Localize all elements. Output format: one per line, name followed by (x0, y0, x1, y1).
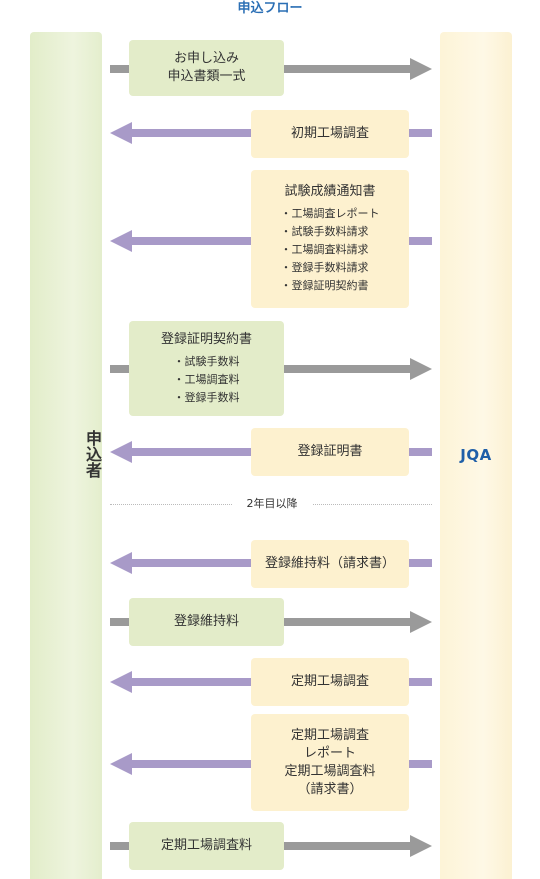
step-title: 定期工場調査料 (160, 838, 252, 853)
jqa-label: JQA (460, 446, 492, 464)
step-title: 初期工場調査 (290, 126, 369, 141)
applicant-label: 申込者 (83, 430, 102, 478)
step-title: 定期工場調査 (290, 727, 369, 743)
step-title: お申し込み (173, 51, 239, 66)
arrow-head (410, 358, 432, 380)
step-item: ・工場調査料請求 (280, 243, 369, 256)
arrow-head (110, 441, 132, 463)
step-title: 登録維持料（請求書） (264, 556, 395, 571)
divider-label: 2年目以降 (232, 496, 312, 512)
step-item-list: ・試験手数料・工場調査料・登録手数料 (174, 353, 240, 407)
step-item: ・工場調査料 (173, 372, 240, 386)
jqa-step-box: 登録証明書 (251, 428, 409, 476)
step-title: 定期工場調査料 (284, 763, 376, 779)
step-title: 定期工場調査 (290, 674, 369, 689)
applicant-step-box: お申し込み申込書類一式 (129, 40, 284, 96)
arrow-head (110, 552, 132, 574)
applicant-step-box: 登録証明契約書・試験手数料・工場調査料・登録手数料 (129, 321, 284, 416)
arrow-head (410, 58, 432, 80)
applicant-step-box: 登録維持料 (129, 598, 284, 646)
step-item: ・登録手数料 (173, 390, 240, 404)
step-title: 登録証明書 (297, 444, 363, 459)
jqa-step-box: 試験成績通知書・工場調査レポート・試験手数料請求・工場調査料請求・登録手数料請求… (251, 170, 409, 308)
arrow-head (110, 671, 132, 693)
jqa-step-box: 定期工場調査レポート定期工場調査料 （請求書） (251, 714, 409, 811)
jqa-step-box: 定期工場調査 (251, 658, 409, 706)
arrow-head (110, 122, 132, 144)
step-title: （請求書） (297, 781, 363, 797)
applicant-column (30, 32, 102, 879)
jqa-column (440, 32, 512, 879)
step-item: ・試験手数料請求 (280, 225, 369, 238)
arrow-head (410, 611, 432, 633)
jqa-step-box: 初期工場調査 (251, 110, 409, 158)
step-title: 登録証明契約書 (160, 331, 252, 347)
jqa-step-box: 登録維持料（請求書） (251, 540, 409, 588)
step-title: 登録維持料 (173, 614, 239, 629)
step-title: レポート (303, 745, 356, 761)
step-item: ・工場調査レポート (280, 207, 380, 220)
step-item: ・登録証明契約書 (280, 279, 369, 292)
step-title: 申込書類一式 (167, 69, 246, 84)
step-title: 試験成績通知書 (284, 184, 376, 199)
step-item-list: ・工場調査レポート・試験手数料請求・工場調査料請求・登録手数料請求・登録証明契約… (281, 205, 380, 295)
arrow-head (110, 753, 132, 775)
applicant-step-box: 定期工場調査料 (129, 822, 284, 870)
step-item: ・登録手数料請求 (280, 261, 369, 274)
page-title: 申込フロー (237, 1, 303, 16)
step-item: ・試験手数料 (173, 354, 240, 368)
arrow-head (410, 835, 432, 857)
arrow-head (110, 230, 132, 252)
